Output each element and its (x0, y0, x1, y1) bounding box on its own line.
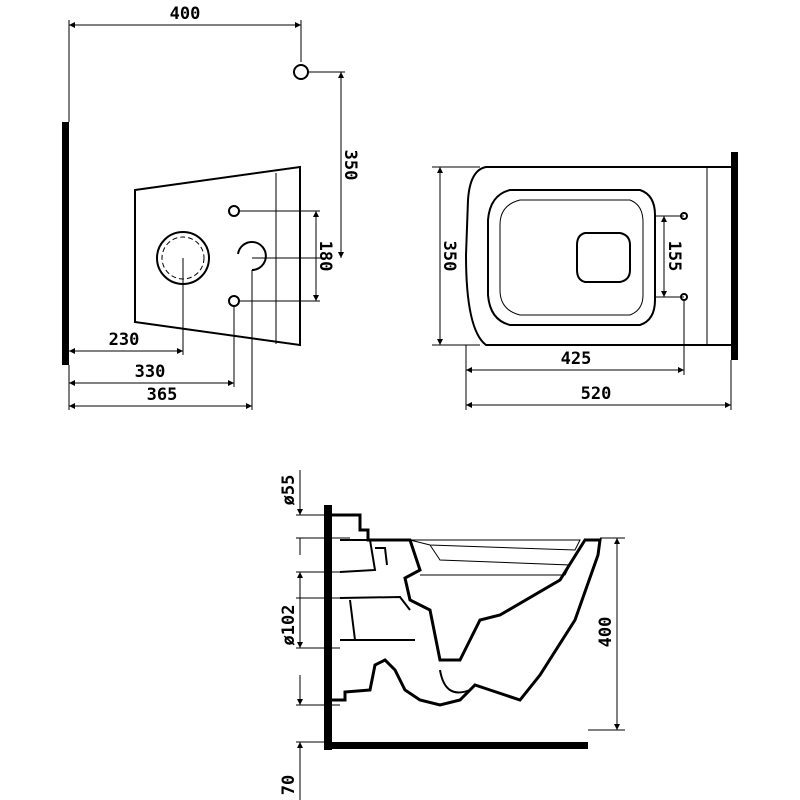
side-view: ø55 ø102 70 400 (279, 470, 625, 800)
dim-180: 180 (315, 241, 335, 272)
bowl-outline (464, 166, 731, 346)
dim-350-vertical: 350 (340, 150, 360, 181)
dim-70: 70 (279, 775, 299, 795)
dim-dia-102: ø102 (279, 605, 299, 646)
dim-230: 230 (109, 330, 140, 350)
bowl-opening (576, 232, 631, 283)
dim-520: 520 (581, 384, 612, 404)
bolt-hole-top (228, 205, 240, 217)
dim-400-height: 400 (596, 617, 616, 648)
bolt-hole-bottom (228, 295, 240, 307)
bowl-profile (332, 513, 602, 707)
mounting-view: 180 400 350 230 330 365 (62, 4, 360, 410)
dim-425: 425 (561, 349, 592, 369)
inlet-circle (237, 241, 267, 271)
wall-side (324, 505, 332, 750)
dim-350-plan: 350 (439, 241, 459, 272)
reference-circle (293, 64, 309, 80)
plan-view: 155 350 425 520 (432, 152, 738, 410)
floor-line (324, 742, 588, 749)
dim-dia-55: ø55 (279, 475, 299, 506)
dim-365: 365 (147, 385, 178, 405)
seat-rim (487, 189, 656, 326)
dim-330: 330 (135, 362, 166, 382)
dim-155: 155 (664, 241, 684, 272)
wall-right (731, 152, 738, 360)
dim-400-top: 400 (170, 4, 201, 24)
wall-left (62, 122, 69, 365)
mounting-frame (134, 165, 301, 347)
